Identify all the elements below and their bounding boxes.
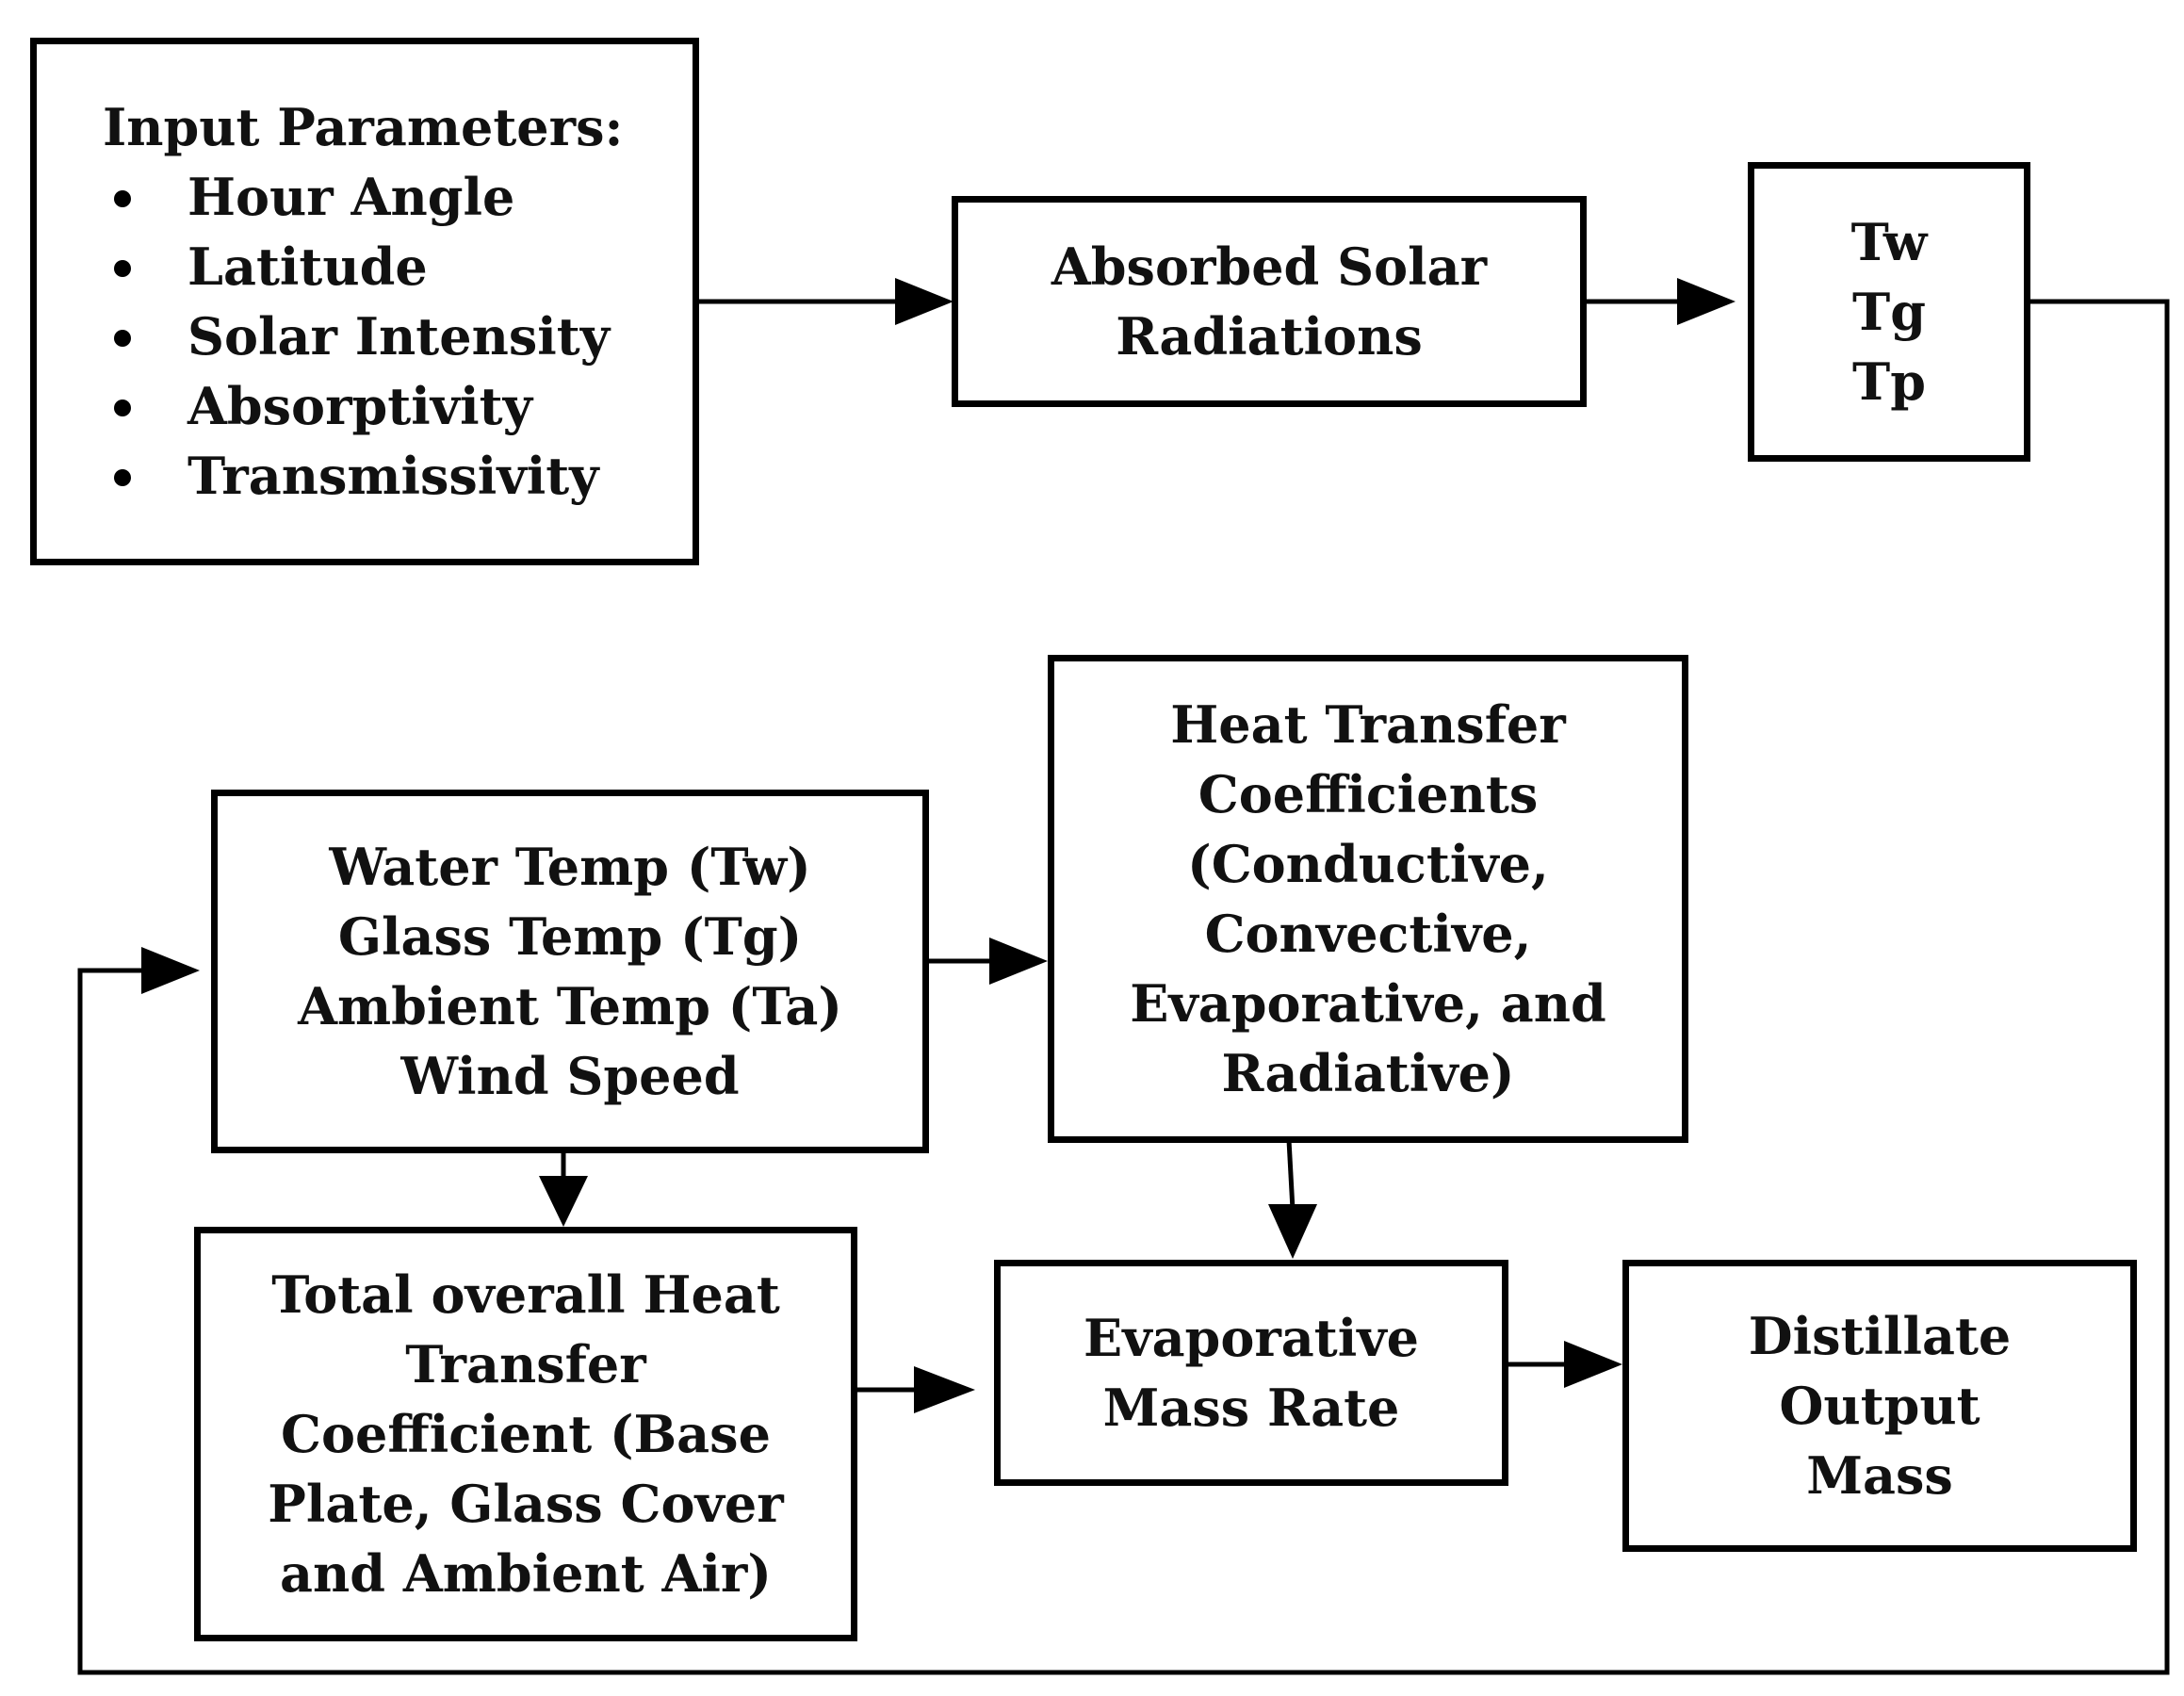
box-line: Tp <box>1852 351 1926 412</box>
box-line: (Conductive, <box>1187 834 1549 894</box>
list-item: Absorptivity <box>103 371 610 441</box>
absorbed-solar-radiations-box: Absorbed Solar Radiations <box>952 196 1587 407</box>
box-line: Plate, Glass Cover <box>268 1474 784 1534</box>
arrowhead-conditions <box>141 947 200 994</box>
list-item: Latitude <box>103 232 610 302</box>
conditions-box: Water Temp (Tw) Glass Temp (Tg) Ambient … <box>211 790 929 1153</box>
list-item: Transmissivity <box>103 441 610 511</box>
box-line: Total overall Heat <box>271 1264 780 1325</box>
box-line: Distillate <box>1748 1306 2012 1366</box>
input-parameters-list: Hour Angle Latitude Solar Intensity Abso… <box>103 162 610 511</box>
box-line: Radiations <box>1116 306 1423 367</box>
box-line: Convective, <box>1204 904 1532 964</box>
feedback-loop <box>77 299 2170 1675</box>
box-line: Radiative) <box>1221 1043 1515 1103</box>
input-parameters-box: Input Parameters: Hour Angle Latitude So… <box>30 38 699 565</box>
evaporative-mass-rate-box: Evaporative Mass Rate <box>994 1260 1508 1486</box>
box-line: Ambient Temp (Ta) <box>298 976 842 1036</box>
arrowhead-distillate <box>1564 1341 1622 1388</box>
heat-transfer-coefficients-box: Heat Transfer Coefficients (Conductive, … <box>1048 655 1688 1143</box>
box-line: Tg <box>1852 282 1926 342</box>
list-item: Solar Intensity <box>103 302 610 371</box>
total-overall-htc-box: Total overall Heat Transfer Coefficient … <box>194 1227 857 1641</box>
box-line: Evaporative <box>1084 1308 1419 1368</box>
arrowhead-evap-top <box>1268 1204 1317 1259</box>
box-line: Coefficient (Base <box>281 1404 771 1464</box>
temperatures-box: Tw Tg Tp <box>1748 162 2030 462</box>
box-line: Coefficients <box>1198 764 1539 824</box>
arrowhead-evap-left <box>914 1366 975 1413</box>
box-line: Mass Rate <box>1102 1378 1400 1438</box>
box-line: Wind Speed <box>400 1046 740 1106</box>
box-line: and Ambient Air) <box>280 1543 772 1604</box>
box-line: Output <box>1779 1376 1980 1436</box>
box-line: Transfer <box>405 1334 646 1394</box>
box-line: Water Temp (Tw) <box>329 837 811 897</box>
arrowhead-absorbed <box>895 278 953 325</box>
arrowhead-htc <box>989 938 1048 985</box>
input-parameters-title: Input Parameters: <box>103 97 624 157</box>
distillate-output-mass-box: Distillate Output Mass <box>1622 1260 2137 1552</box>
arrowhead-temps <box>1677 278 1736 325</box>
list-item: Hour Angle <box>103 162 610 232</box>
box-line: Glass Temp (Tg) <box>337 906 803 967</box>
box-line: Tw <box>1850 212 1928 272</box>
box-line: Evaporative, and <box>1130 973 1606 1034</box>
arrow-htc-to-evap <box>1286 1139 1296 1211</box>
box-line: Heat Transfer <box>1170 694 1566 755</box>
box-line: Absorbed Solar <box>1051 236 1488 297</box>
arrowhead-overall <box>539 1176 588 1227</box>
box-line: Mass <box>1806 1445 1953 1506</box>
